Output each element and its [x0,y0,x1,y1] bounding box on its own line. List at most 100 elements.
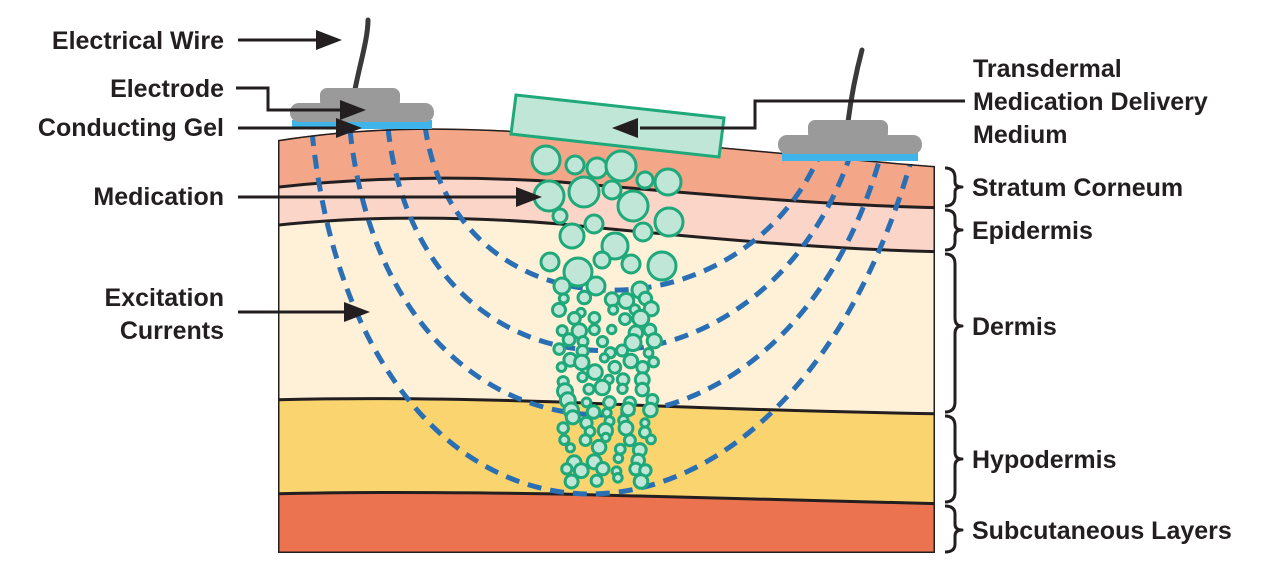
medication-particle [598,352,611,364]
medication-particle [653,167,683,197]
medication-particle [632,221,654,243]
medication-particle [564,409,581,426]
medication-particle [645,433,657,446]
medication-particle [558,433,571,446]
bracket-epidermis [944,208,964,252]
medication-particle [622,352,640,370]
medication-particle [647,355,660,369]
bracket-stratum-corneum [944,166,964,208]
medication-particle [595,461,611,477]
label-subcutaneous-layers: Subcutaneous Layers [972,517,1232,545]
medication-particle [585,156,609,180]
skin-block [278,128,935,553]
arrow-head [336,118,362,138]
medication-particle [587,311,602,325]
medication-particle [551,207,569,225]
medication-particle [616,382,629,395]
medication-particle [586,363,604,381]
arrow-head [316,30,342,50]
medication-particle [604,149,638,183]
medication-particle [618,312,632,327]
boundary-line [278,176,935,210]
medication-particle [578,433,593,448]
label-transdermal-line3: Medium [973,121,1067,149]
medication-particle [530,144,562,176]
medication-particle [592,250,612,270]
medication-particle [623,333,643,353]
medication-particle [653,206,685,238]
medication-particle [606,323,618,336]
medication-particle [583,213,605,235]
medication-particle [552,276,572,296]
medication-particle [642,401,659,419]
medication-particle [642,347,655,359]
electrical-wire-right [845,47,865,125]
medication-particle [620,401,636,418]
arrow-transdermal [640,99,965,130]
label-excitation-currents-line2: Currents [120,317,224,345]
medication-particle [585,275,607,297]
label-stratum-corneum: Stratum Corneum [972,174,1183,202]
layer-brackets [944,166,964,554]
medication-particle [585,404,602,420]
medication-particle [616,189,650,223]
label-transdermal-line2: Medication Delivery [973,88,1208,116]
bracket-subcutaneous [944,504,964,554]
medication-particle [617,419,635,437]
medication-particle [556,421,571,435]
medication-particle [601,179,623,201]
medication-particle [600,431,612,443]
medication-particle [632,473,650,490]
pointer-arrows [236,30,965,322]
medication-particle [572,462,590,480]
medication-particle [558,222,586,250]
medication-particle [607,303,620,316]
medication-particle [573,353,591,372]
medication-particle [613,442,627,456]
current-line [347,129,883,418]
electrode-left-top [320,88,400,108]
conducting-gel-right [782,152,918,161]
medication-particle [564,442,577,454]
medication-particle [635,170,655,190]
conducting-gel-left [292,120,432,129]
medication-particle [620,253,642,275]
medication-particle [612,452,625,465]
medication-particle [634,381,651,398]
labels: Electrical Wire Electrode Conducting Gel… [38,27,1232,545]
medication-particle [645,332,663,350]
left-electrode-assembly [290,17,434,129]
medication-particle [590,438,608,456]
medication-particles [530,144,685,490]
medication-particle [582,382,596,396]
arrow-head [612,118,638,138]
medication-particle [560,462,574,476]
medication-particle [612,472,624,484]
medication-particle [562,256,594,288]
medication-particle [602,395,617,410]
medication-particle [607,359,623,375]
label-dermis: Dermis [972,313,1057,341]
arrow-head [516,187,542,207]
arrow-head [344,302,370,322]
arrow-electrode [236,86,340,112]
medication-particle [622,433,637,448]
bracket-dermis [944,252,964,414]
medication-particle [555,324,569,338]
medication-particle [576,289,593,306]
medication-particle [600,231,630,261]
medication-particle [539,251,561,273]
label-medication: Medication [93,183,224,211]
medication-particle [552,342,567,356]
arrow-head [340,100,366,120]
medication-particle [587,323,601,337]
medication-particle [561,332,577,348]
label-electrical-wire: Electrical Wire [52,27,224,55]
medication-particle [617,291,636,310]
medication-particle [615,343,630,358]
medication-particle [551,301,567,318]
medication-particle [563,473,580,490]
label-transdermal-line1: Transdermal [973,55,1122,83]
current-line [385,128,853,354]
